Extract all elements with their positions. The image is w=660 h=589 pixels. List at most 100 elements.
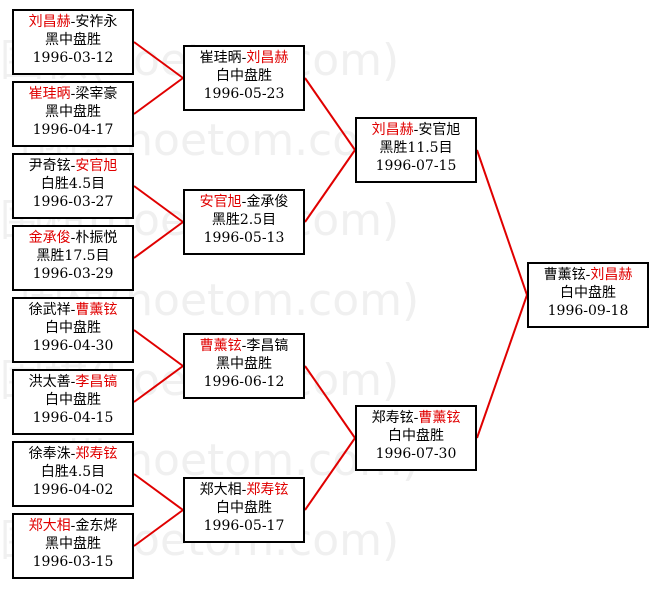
match-result: 白中盘胜 — [45, 392, 101, 408]
player-1: 郑大相 — [28, 518, 71, 534]
player-2: 金承俊 — [246, 194, 289, 210]
match-result: 黑中盘胜 — [45, 32, 101, 48]
match-box-r2-1: 崔珪昞-刘昌赫 白中盘胜 1996-05-23 — [183, 45, 305, 111]
player-1: 金承俊 — [28, 230, 71, 246]
match-players: 安官旭-金承俊 — [199, 194, 289, 210]
match-result: 黑胜2.5目 — [211, 212, 277, 228]
match-box-r1-4: 金承俊-朴振悦 黑胜17.5目 1996-03-29 — [12, 225, 134, 291]
match-date: 1996-04-30 — [32, 338, 114, 354]
match-date: 1996-07-30 — [375, 446, 457, 462]
match-date: 1996-05-23 — [203, 86, 285, 102]
match-players: 曹薰铉-刘昌赫 — [543, 267, 633, 283]
match-result: 白中盘胜 — [45, 320, 101, 336]
match-result: 白胜4.5目 — [40, 464, 106, 480]
match-date: 1996-05-17 — [203, 518, 285, 534]
player-2: 安官旭 — [418, 122, 461, 138]
match-players: 尹奇铉-安官旭 — [28, 158, 118, 174]
match-result: 白中盘胜 — [216, 68, 272, 84]
bracket-connector — [133, 221, 184, 259]
match-box-semi-1: 刘昌赫-安官旭 黑胜11.5目 1996-07-15 — [355, 117, 477, 183]
player-2: 李昌镐 — [246, 338, 289, 354]
bracket-connector — [304, 149, 356, 223]
player-2: 曹薰铉 — [75, 302, 118, 318]
match-date: 1996-04-17 — [32, 122, 114, 138]
player-1: 刘昌赫 — [28, 14, 71, 30]
match-date: 1996-07-15 — [375, 158, 457, 174]
match-date: 1996-04-15 — [32, 410, 114, 426]
bracket-connector — [133, 329, 184, 367]
match-result: 黑胜17.5目 — [36, 248, 110, 264]
match-box-r1-7: 徐奉洙-郑寿铉 白胜4.5目 1996-04-02 — [12, 441, 134, 507]
match-result: 黑胜11.5目 — [379, 140, 453, 156]
bracket-connector — [476, 149, 528, 296]
match-players: 徐奉洙-郑寿铉 — [28, 446, 118, 462]
match-players: 崔珪昞-梁宰豪 — [28, 86, 118, 102]
bracket-connector — [476, 294, 528, 439]
player-1: 曹薰铉 — [199, 338, 242, 354]
bracket-connector — [304, 365, 356, 439]
match-players: 崔珪昞-刘昌赫 — [199, 50, 289, 66]
match-box-r1-6: 洪太善-李昌镐 白中盘胜 1996-04-15 — [12, 369, 134, 435]
bracket-connector — [133, 365, 184, 403]
match-box-final: 曹薰铉-刘昌赫 白中盘胜 1996-09-18 — [527, 262, 649, 328]
match-players: 郑大相-郑寿铉 — [199, 482, 289, 498]
bracket-connector — [304, 437, 356, 511]
bracket-connector — [133, 185, 184, 223]
match-players: 曹薰铉-李昌镐 — [199, 338, 289, 354]
player-2: 刘昌赫 — [246, 50, 289, 66]
player-2: 朴振悦 — [75, 230, 118, 246]
bracket-connector — [133, 509, 184, 547]
bracket-connector — [133, 473, 184, 511]
match-date: 1996-03-12 — [32, 50, 114, 66]
bracket-connector — [304, 77, 356, 151]
match-players: 刘昌赫-安祚永 — [28, 14, 118, 30]
match-result: 白中盘胜 — [388, 428, 444, 444]
match-result: 白中盘胜 — [560, 285, 616, 301]
player-1: 曹薰铉 — [543, 267, 586, 283]
player-1: 崔珪昞 — [199, 50, 242, 66]
match-date: 1996-03-15 — [32, 554, 114, 570]
player-2: 李昌镐 — [75, 374, 118, 390]
player-1: 安官旭 — [199, 194, 242, 210]
match-result: 白胜4.5目 — [40, 176, 106, 192]
player-2: 金东烨 — [75, 518, 118, 534]
match-date: 1996-06-12 — [203, 374, 285, 390]
bracket-connector — [133, 77, 184, 115]
player-2: 郑寿铉 — [75, 446, 118, 462]
player-2: 郑寿铉 — [246, 482, 289, 498]
match-date: 1996-05-13 — [203, 230, 285, 246]
match-box-r1-5: 徐武祥-曹薰铉 白中盘胜 1996-04-30 — [12, 297, 134, 363]
match-players: 洪太善-李昌镐 — [28, 374, 118, 390]
match-result: 黑中盘胜 — [216, 356, 272, 372]
match-box-semi-2: 郑寿铉-曹薰铉 白中盘胜 1996-07-30 — [355, 405, 477, 471]
match-date: 1996-04-02 — [32, 482, 114, 498]
match-box-r1-3: 尹奇铉-安官旭 白胜4.5目 1996-03-27 — [12, 153, 134, 219]
match-date: 1996-09-18 — [547, 303, 629, 319]
player-1: 尹奇铉 — [28, 158, 71, 174]
match-box-r2-3: 曹薰铉-李昌镐 黑中盘胜 1996-06-12 — [183, 333, 305, 399]
match-box-r1-8: 郑大相-金东烨 黑中盘胜 1996-03-15 — [12, 513, 134, 579]
bracket-connector — [133, 41, 184, 79]
match-box-r1-1: 刘昌赫-安祚永 黑中盘胜 1996-03-12 — [12, 9, 134, 75]
match-result: 黑中盘胜 — [45, 104, 101, 120]
match-players: 刘昌赫-安官旭 — [371, 122, 461, 138]
player-1: 崔珪昞 — [28, 86, 71, 102]
match-result: 黑中盘胜 — [45, 536, 101, 552]
player-1: 郑大相 — [199, 482, 242, 498]
match-box-r1-2: 崔珪昞-梁宰豪 黑中盘胜 1996-04-17 — [12, 81, 134, 147]
player-1: 徐武祥 — [28, 302, 71, 318]
player-2: 安官旭 — [75, 158, 118, 174]
match-players: 金承俊-朴振悦 — [28, 230, 118, 246]
player-2: 安祚永 — [75, 14, 118, 30]
match-box-r2-2: 安官旭-金承俊 黑胜2.5目 1996-05-13 — [183, 189, 305, 255]
player-2: 梁宰豪 — [75, 86, 118, 102]
player-2: 刘昌赫 — [590, 267, 633, 283]
match-date: 1996-03-27 — [32, 194, 114, 210]
player-1: 徐奉洙 — [28, 446, 71, 462]
match-result: 白中盘胜 — [216, 500, 272, 516]
match-date: 1996-03-29 — [32, 266, 114, 282]
player-1: 刘昌赫 — [371, 122, 414, 138]
match-players: 徐武祥-曹薰铉 — [28, 302, 118, 318]
match-box-r2-4: 郑大相-郑寿铉 白中盘胜 1996-05-17 — [183, 477, 305, 543]
